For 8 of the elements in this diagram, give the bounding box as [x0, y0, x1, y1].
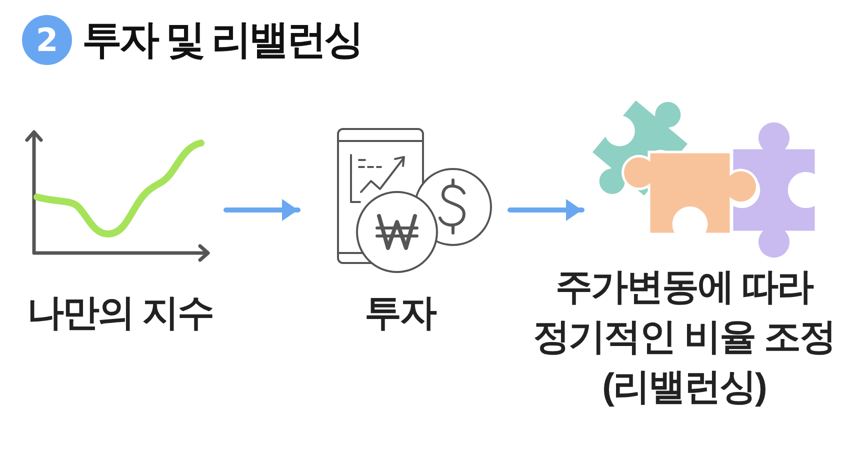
number-badge: 2 — [22, 15, 72, 65]
node-label: 투자 — [364, 291, 437, 335]
node-label: 나만의 지수 — [26, 291, 214, 335]
title: 투자 및 리밸런싱 — [82, 17, 362, 63]
arrow — [508, 199, 584, 221]
puzzle-pieces-illustration — [590, 98, 818, 260]
tablet-coins-illustration — [336, 127, 493, 274]
node-label: 주가변동에 따라 정기적인 비율 조정 (리밸런싱) — [532, 265, 836, 409]
